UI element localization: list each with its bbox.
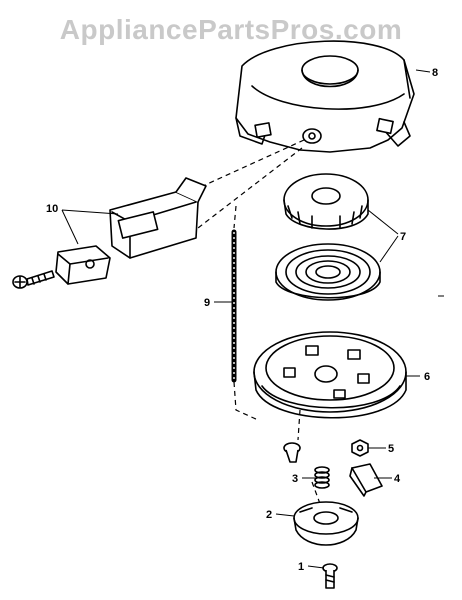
spring-cover[interactable] [283,173,369,230]
callout-5: 5 [388,443,394,455]
callout-9: 9 [204,297,210,309]
callout-10: 10 [46,203,58,215]
callout-leaders [61,69,431,569]
callout-2: 2 [266,509,272,521]
handle[interactable] [109,177,207,259]
nut[interactable] [351,439,369,457]
watermark: AppliancePartsPros.com [59,14,403,45]
pivot-screw[interactable] [283,442,301,463]
handle-insert[interactable] [55,245,111,285]
callout-8: 8 [432,67,438,79]
pulley[interactable] [253,331,407,419]
spring[interactable] [314,466,330,489]
screw[interactable] [322,563,338,589]
pawl-dog[interactable] [349,463,383,497]
callout-7: 7 [400,231,406,243]
cam-dog-retainer[interactable] [293,501,359,546]
starter-housing[interactable] [235,40,415,153]
callout-4: 4 [394,473,401,485]
handle-screw[interactable] [12,270,55,289]
rewind-spring[interactable] [275,243,381,301]
assembly-guide-lines [149,139,327,521]
callout-1: 1 [298,561,304,573]
callout-3: 3 [292,473,298,485]
callout-6: 6 [424,371,430,383]
